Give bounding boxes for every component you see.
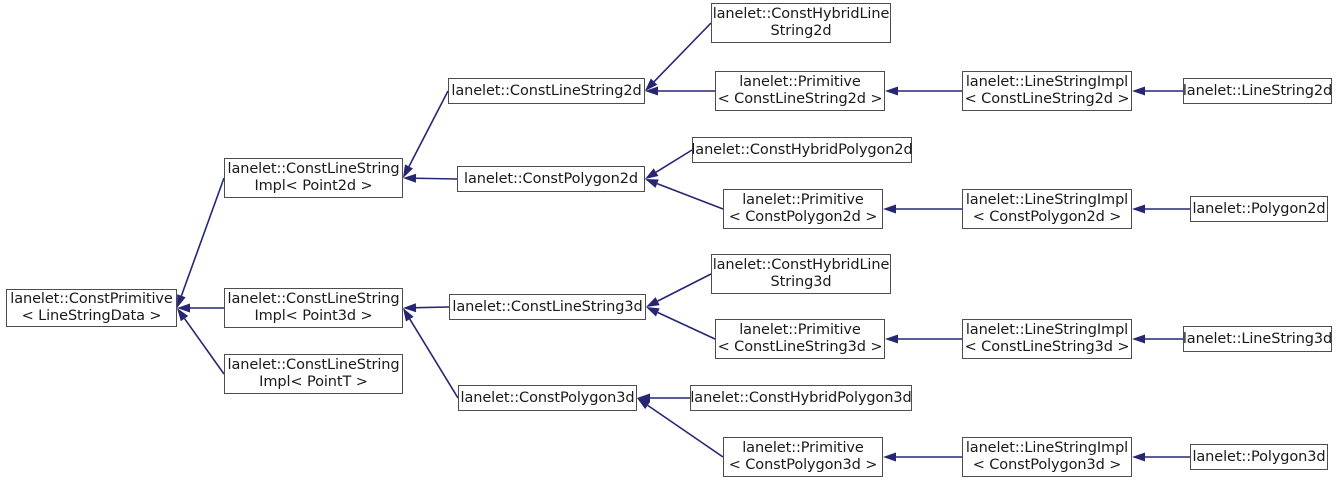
inheritance-arrowhead-icon <box>403 164 413 178</box>
class-node-linestring-impl-const-polygon3d[interactable]: lanelet::LineStringImpl < ConstPolygon3d… <box>962 437 1132 477</box>
inheritance-arrowhead-icon <box>645 86 658 96</box>
class-node-const-hybrid-linestring2d[interactable]: lanelet::ConstHybridLine String2d <box>711 3 891 43</box>
class-node-const-primitive-linestringdata[interactable]: lanelet::ConstPrimitive < LineStringData… <box>6 289 177 327</box>
class-node-polygon3d[interactable]: lanelet::Polygon3d <box>1190 444 1328 470</box>
inheritance-edge-line <box>180 177 225 297</box>
inheritance-edge-line <box>415 177 458 180</box>
inheritance-arrowhead-icon <box>637 398 651 410</box>
class-node-const-hybrid-polygon2d[interactable]: lanelet::ConstHybridPolygon2d <box>691 137 913 163</box>
inheritance-arrowhead-icon <box>885 86 898 96</box>
class-node-const-polygon3d[interactable]: lanelet::ConstPolygon3d <box>458 385 637 411</box>
class-node-linestring2d[interactable]: lanelet::LineString2d <box>1183 78 1332 104</box>
inheritance-arrowhead-icon <box>883 452 896 462</box>
inheritance-edge-line <box>655 149 693 173</box>
inheritance-arrowhead-icon <box>403 173 417 183</box>
inheritance-arrowhead-icon <box>637 393 650 403</box>
class-node-linestring-impl-const-linestring2d[interactable]: lanelet::LineStringImpl < ConstLineStrin… <box>962 71 1132 111</box>
inheritance-edge-line <box>409 318 459 399</box>
inheritance-arrowhead-icon <box>403 303 417 313</box>
class-node-const-linestring3d[interactable]: lanelet::ConstLineString3d <box>449 294 646 320</box>
inheritance-edge-line <box>408 90 449 167</box>
inheritance-edge-line <box>415 306 450 309</box>
inheritance-arrowhead-icon <box>1132 452 1145 462</box>
class-node-linestring-impl-const-linestring3d[interactable]: lanelet::LineStringImpl < ConstLineStrin… <box>962 319 1132 359</box>
class-node-const-hybrid-polygon3d[interactable]: lanelet::ConstHybridPolygon3d <box>690 385 912 411</box>
class-node-primitive-const-linestring3d[interactable]: lanelet::Primitive < ConstLineString3d > <box>715 319 885 359</box>
class-node-const-linestring-impl-pointt[interactable]: lanelet::ConstLineString Impl< PointT > <box>224 354 403 394</box>
inheritance-arrowhead-icon <box>646 307 660 317</box>
inheritance-arrowhead-icon <box>885 334 898 344</box>
inheritance-arrowhead-icon <box>883 204 896 214</box>
class-node-const-polygon2d[interactable]: lanelet::ConstPolygon2d <box>457 166 645 192</box>
class-node-linestring-impl-const-polygon2d[interactable]: lanelet::LineStringImpl < ConstPolygon2d… <box>962 189 1132 229</box>
class-node-linestring3d[interactable]: lanelet::LineString3d <box>1183 326 1332 352</box>
class-node-primitive-const-polygon2d[interactable]: lanelet::Primitive < ConstPolygon2d > <box>723 189 883 229</box>
class-node-primitive-const-polygon3d[interactable]: lanelet::Primitive < ConstPolygon3d > <box>723 437 883 477</box>
inheritance-edge-line <box>647 404 724 458</box>
inheritance-edge-line <box>183 318 225 375</box>
inheritance-arrowhead-icon <box>177 303 190 313</box>
inheritance-arrowhead-icon <box>177 294 186 308</box>
inheritance-arrowhead-icon <box>1132 204 1145 214</box>
class-node-polygon2d[interactable]: lanelet::Polygon2d <box>1190 196 1328 222</box>
inheritance-edge-line <box>657 273 712 302</box>
inheritance-edge-line <box>656 182 724 210</box>
inheritance-edge-line <box>657 311 716 340</box>
class-node-const-hybrid-linestring3d[interactable]: lanelet::ConstHybridLine String3d <box>711 254 891 294</box>
inheritance-arrowhead-icon <box>645 168 659 179</box>
inheritance-arrowhead-icon <box>177 308 189 322</box>
inheritance-edge-line <box>653 22 712 83</box>
inheritance-arrowhead-icon <box>645 179 659 188</box>
inheritance-arrowhead-icon <box>646 297 660 307</box>
class-node-const-linestring-impl-point3d[interactable]: lanelet::ConstLineString Impl< Point3d > <box>224 288 403 328</box>
inheritance-arrowhead-icon <box>403 308 414 322</box>
inheritance-arrowhead-icon <box>1132 86 1145 96</box>
class-node-const-linestring-impl-point2d[interactable]: lanelet::ConstLineString Impl< Point2d > <box>224 158 403 198</box>
class-node-primitive-const-linestring2d[interactable]: lanelet::Primitive < ConstLineString2d > <box>715 71 885 111</box>
class-node-const-linestring2d[interactable]: lanelet::ConstLineString2d <box>448 78 645 104</box>
inheritance-arrowhead-icon <box>645 78 658 91</box>
inheritance-arrowhead-icon <box>1132 334 1145 344</box>
